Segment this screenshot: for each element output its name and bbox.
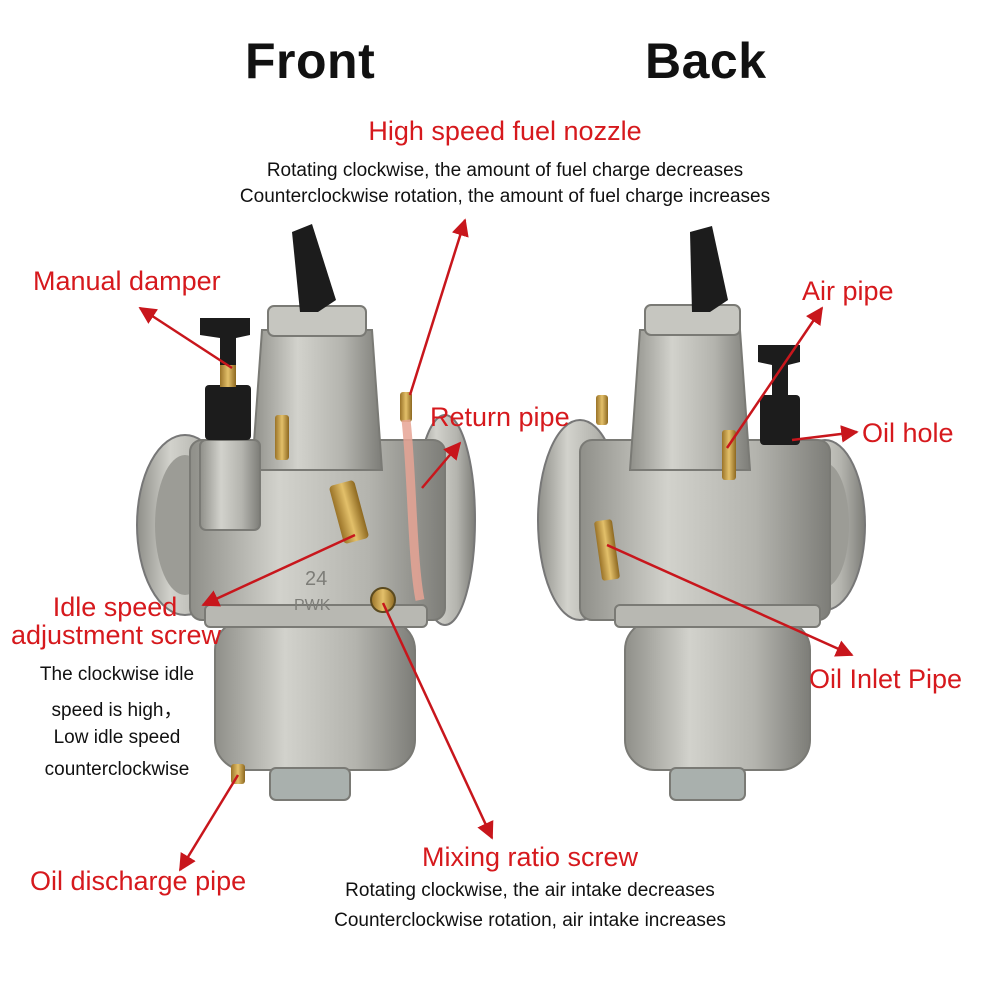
label-oil-inlet: Oil Inlet Pipe — [809, 664, 963, 694]
front-mixing-screw — [370, 587, 396, 613]
note-high-speed-2: Counterclockwise rotation, the amount of… — [239, 186, 771, 207]
label-idle-speed-2: adjustment screw — [10, 620, 222, 650]
back-rubber-boot — [690, 226, 728, 312]
front-return-nipple — [400, 392, 412, 422]
label-oil-hole: Oil hole — [862, 418, 954, 448]
front-top-cap — [250, 329, 384, 471]
front-drain-plug — [269, 767, 351, 801]
label-manual-damper: Manual damper — [33, 266, 221, 296]
note-idle-4: counterclockwise — [44, 759, 190, 780]
back-carburetor-illustration — [537, 226, 866, 801]
note-idle-1: The clockwise idle — [39, 664, 195, 685]
note-idle-3: Low idle speed — [53, 727, 181, 748]
front-choke-nut — [205, 385, 251, 440]
arrow-air-pipe — [725, 306, 824, 449]
arrow-return-pipe — [421, 441, 462, 489]
heading-front: Front — [245, 33, 376, 89]
label-idle-speed-1: Idle speed — [52, 592, 178, 622]
body-mark-brand: PWK — [294, 597, 331, 614]
label-return-pipe: Return pipe — [430, 402, 570, 432]
label-air-pipe: Air pipe — [802, 276, 894, 306]
back-drain-plug — [669, 767, 746, 801]
front-choke-base — [199, 439, 261, 531]
arrow-oil-inlet — [606, 543, 854, 657]
front-choke-brass — [220, 365, 236, 387]
front-air-nipple — [275, 415, 289, 460]
back-float-bowl — [624, 619, 811, 771]
arrow-high-speed-nozzle — [408, 218, 469, 396]
arrow-manual-damper — [138, 306, 233, 370]
front-return-tube — [401, 419, 425, 601]
arrow-oil-discharge — [178, 774, 240, 872]
back-choke-nut — [760, 395, 800, 445]
heading-back: Back — [645, 33, 767, 89]
back-inlet-nipple — [594, 519, 620, 581]
note-mixing-2: Counterclockwise rotation, air intake in… — [334, 910, 726, 931]
arrow-idle-speed — [201, 533, 356, 607]
front-idle-screw — [329, 480, 369, 544]
callout-arrows — [138, 218, 859, 872]
front-carburetor-illustration: 24 PWK — [136, 224, 476, 801]
front-float-bowl — [214, 619, 416, 771]
arrow-oil-hole — [791, 425, 859, 443]
body-mark-size: 24 — [305, 568, 327, 590]
front-rubber-boot — [292, 224, 336, 312]
back-bowl-flange — [614, 604, 821, 628]
back-air-nipple — [722, 430, 736, 480]
note-idle-2: speed is high， — [51, 700, 183, 721]
front-choke-knob — [200, 318, 250, 365]
front-bowl-flange — [204, 604, 428, 628]
note-high-speed-1: Rotating clockwise, the amount of fuel c… — [266, 160, 744, 181]
label-oil-discharge: Oil discharge pipe — [30, 866, 247, 896]
note-mixing-1: Rotating clockwise, the air intake decre… — [345, 880, 715, 901]
label-high-speed-nozzle: High speed fuel nozzle — [368, 116, 642, 146]
arrow-mixing-ratio — [381, 602, 494, 840]
back-left-nipple — [596, 395, 608, 425]
label-mixing-ratio: Mixing ratio screw — [421, 842, 639, 872]
